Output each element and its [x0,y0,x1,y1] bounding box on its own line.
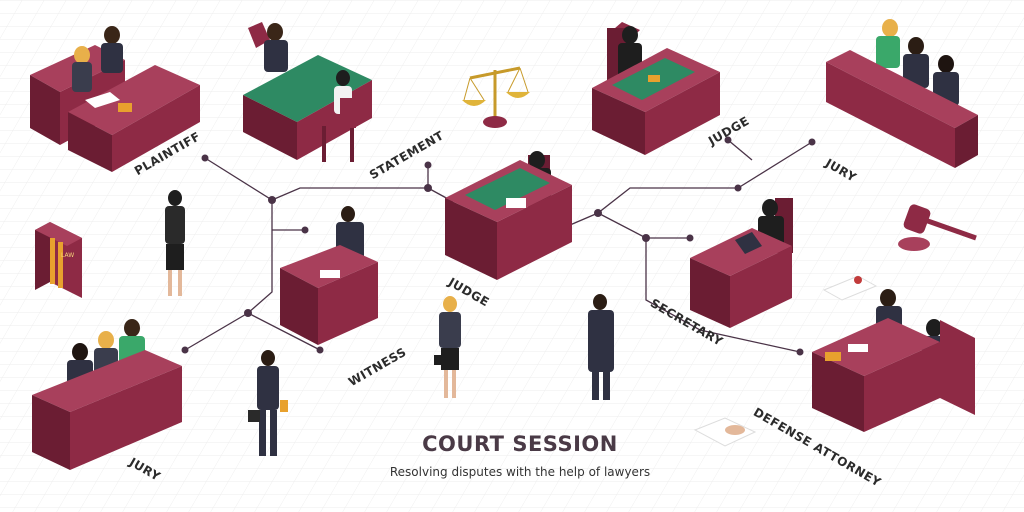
law-books-icon: LAW [35,222,82,298]
document-icon [822,275,878,301]
connector-nodes [181,136,816,356]
man-with-briefcase-figure [248,350,288,456]
gavel-icon [898,204,977,251]
witness-scene [280,206,378,345]
secretary-scene [690,198,793,328]
woman-with-papers-figure [165,190,185,296]
plaintiff-scene [30,26,200,172]
statement-scene [243,22,372,162]
infographic-title: COURT SESSION [422,432,618,456]
lawyer-in-robe-figure [588,294,614,400]
infographic-subtitle: Resolving disputes with the help of lawy… [389,465,651,479]
connector-lines [184,139,813,353]
defense-attorney-scene [812,289,975,432]
judge-top-scene [592,22,720,155]
scales-of-justice-icon [462,66,530,128]
signing-hand-icon [693,417,757,447]
judge-center-scene [445,151,572,280]
jury-top-scene [826,19,978,168]
woman-lawyer-figure [434,296,461,398]
law-book-label: LAW [61,252,74,259]
jury-bottom-scene [32,319,182,470]
